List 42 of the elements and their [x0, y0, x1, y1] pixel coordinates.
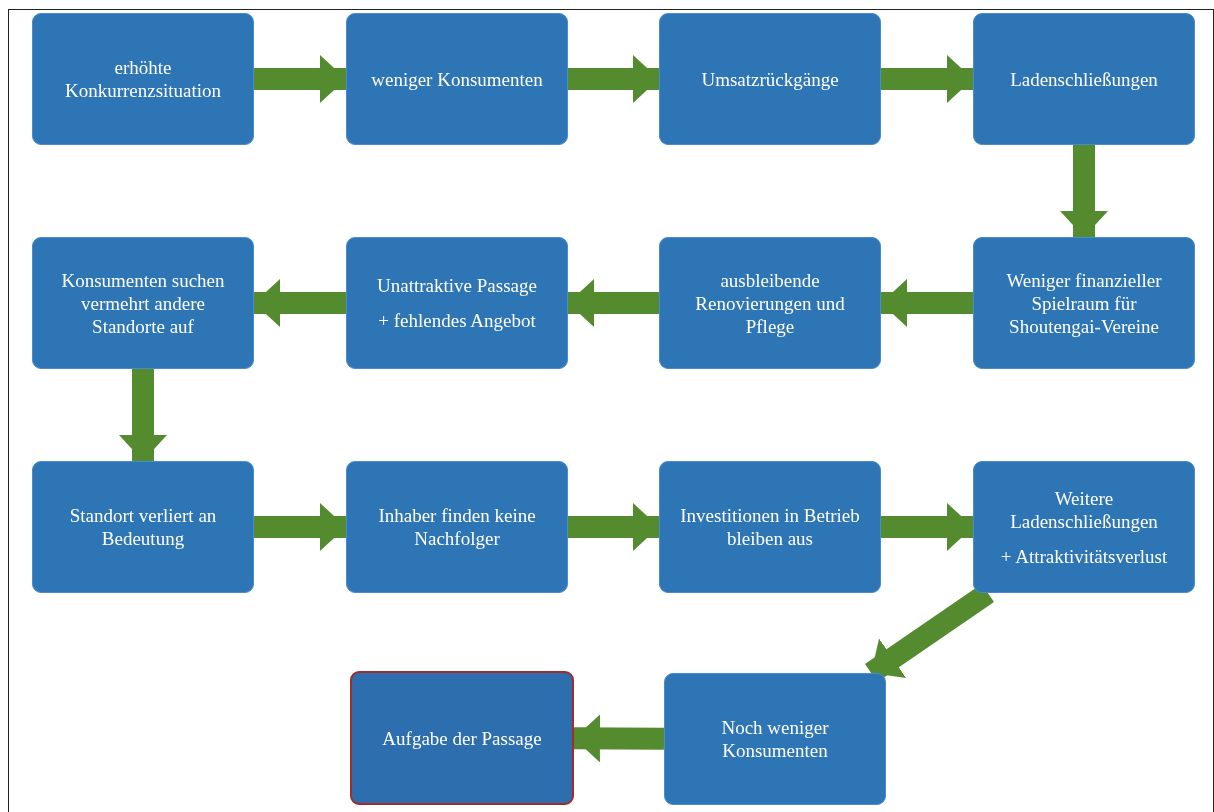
process-box — [659, 461, 881, 593]
box-text: Aufgabe der Passage — [382, 726, 542, 750]
process-box — [973, 13, 1195, 145]
process-box — [973, 237, 1195, 369]
box-text: ausbleibende Renovierungen und Pflege — [694, 268, 846, 338]
process-box — [664, 673, 886, 805]
box-text: Weniger finanzieller Spielraum für Shoutengai-Vereine — [1005, 268, 1163, 338]
process-box — [32, 461, 254, 593]
box-text: Unattraktive Passage — [377, 274, 537, 297]
box-text: Weitere Ladenschließungen — [1009, 486, 1159, 533]
process-box — [659, 13, 881, 145]
box-text: Inhaber finden keine Nachfolger — [377, 504, 537, 550]
block-arrow — [254, 279, 346, 327]
block-arrow — [568, 55, 659, 103]
process-box — [346, 237, 568, 369]
box-text: Standort verliert an Bedeutung — [68, 504, 218, 550]
box-text: + fehlendes Angebot — [378, 309, 536, 332]
block-arrow — [881, 503, 973, 551]
process-box — [659, 237, 881, 369]
box-text: Ladenschließungen — [1010, 67, 1158, 91]
process-box — [346, 461, 568, 593]
final-box — [350, 671, 574, 805]
box-text: Noch weniger Konsumenten — [720, 716, 830, 762]
block-arrow — [568, 503, 659, 551]
block-arrow — [573, 714, 665, 763]
block-arrow — [881, 279, 973, 327]
box-text: Umsatzrückgänge — [701, 67, 839, 91]
process-box — [973, 461, 1195, 593]
block-arrow — [254, 503, 346, 551]
block-arrow — [881, 55, 973, 103]
process-box — [32, 13, 254, 145]
block-arrow — [119, 369, 167, 461]
block-arrow — [568, 279, 659, 327]
process-box — [32, 237, 254, 369]
box-text: erhöhte Konkurrenzsituation — [63, 56, 223, 102]
process-box — [346, 13, 568, 145]
box-text: weniger Konsumenten — [371, 67, 543, 91]
box-text: Investitionen in Betrieb bleiben aus — [679, 504, 861, 550]
box-text: Konsumenten suchen vermehrt andere Standorte auf — [60, 268, 226, 338]
block-arrow — [254, 55, 346, 103]
box-text: + Attraktivitätsverlust — [1000, 544, 1168, 568]
block-arrow — [1060, 145, 1108, 237]
